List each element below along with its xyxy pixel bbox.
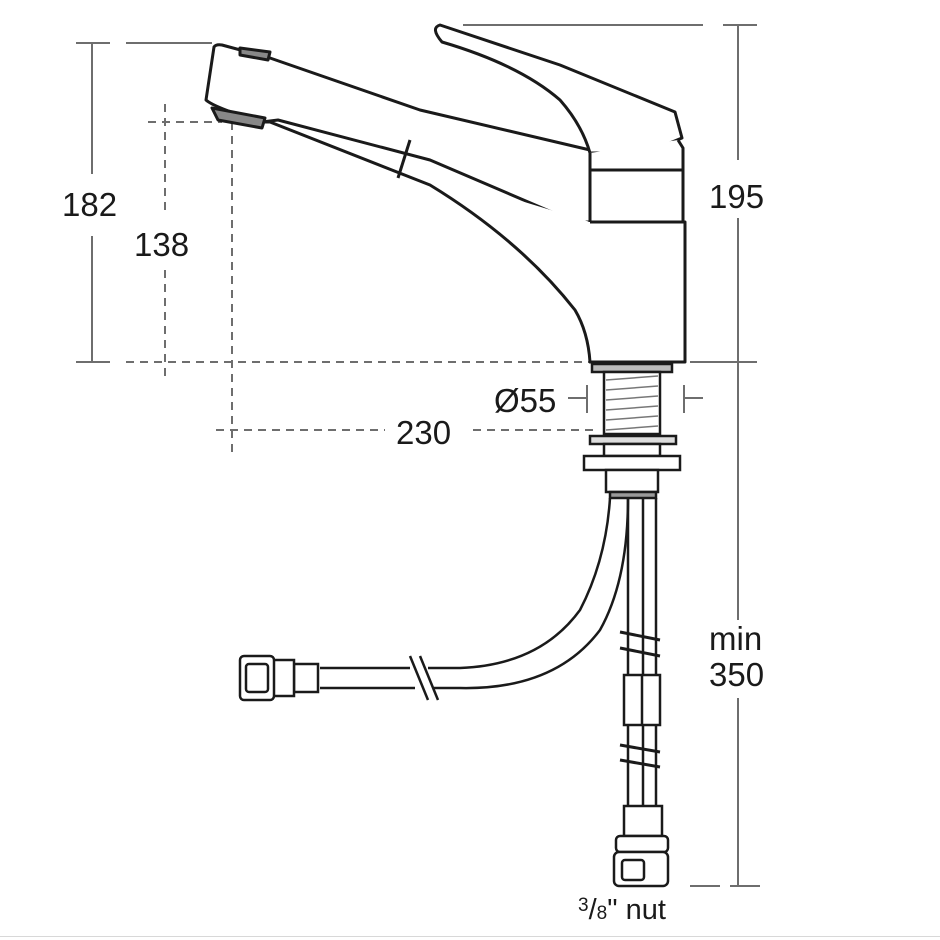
hose-length-label: 350 bbox=[709, 656, 765, 693]
bottom-border bbox=[0, 936, 940, 937]
mounting-shank bbox=[582, 362, 682, 500]
fraction-denominator: 8 bbox=[596, 903, 608, 924]
tap-body-outline bbox=[204, 23, 687, 364]
spout-reach-label: 230 bbox=[396, 414, 452, 451]
base-diameter-label: Ø55 bbox=[494, 382, 557, 419]
fraction-numerator: 3 bbox=[578, 895, 589, 916]
outlet-height-label: 138 bbox=[134, 226, 190, 263]
spout-height-label: 182 bbox=[62, 186, 118, 223]
fraction-slash: / bbox=[588, 894, 597, 926]
dimension-lines bbox=[76, 24, 760, 887]
nut-suffix: " nut bbox=[607, 894, 666, 926]
flexible-hoses bbox=[238, 497, 670, 888]
overall-height-label: 195 bbox=[709, 178, 765, 215]
connector-nut-label: 3/8" nut bbox=[578, 896, 666, 925]
hose-min-label: min bbox=[709, 620, 763, 657]
